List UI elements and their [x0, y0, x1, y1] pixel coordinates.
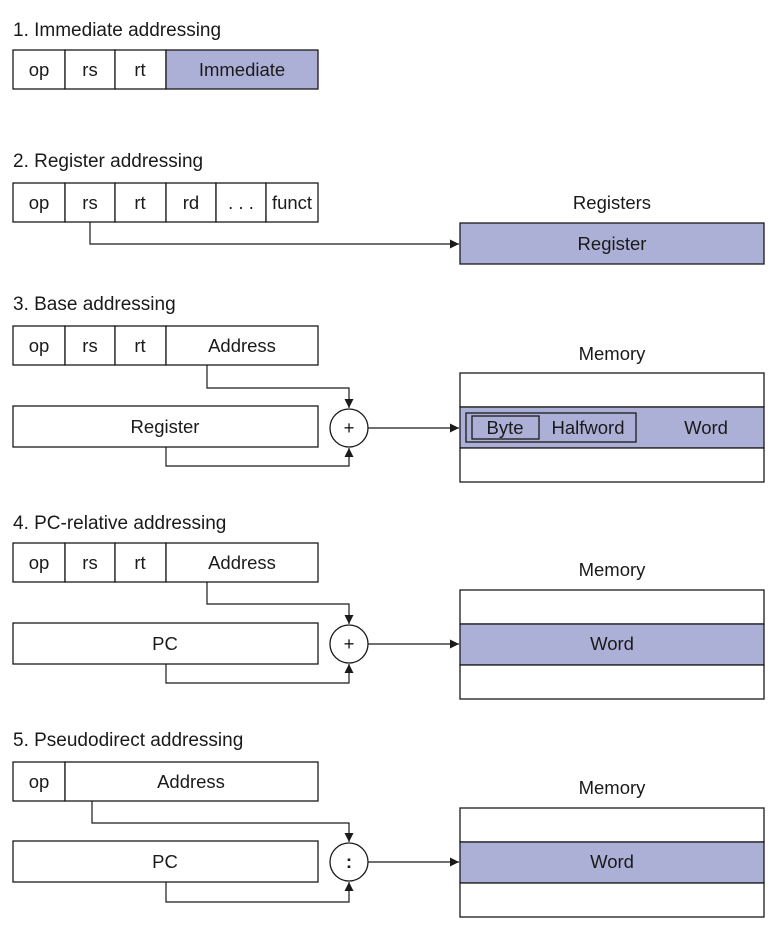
base-addressing-title: 3. Base addressing — [13, 294, 176, 315]
rs-to-register-arrow — [89, 222, 459, 249]
register-to-adder-wire — [165, 447, 354, 467]
pc-to-concat-wire — [165, 882, 354, 903]
field-rt: rt — [134, 335, 145, 356]
adder-operator: + — [344, 633, 355, 654]
concat-operator: : — [346, 851, 352, 872]
register-instruction-format: op rs rt rd . . . funct — [12, 182, 319, 223]
pc-relative-instruction-format: op rs rt Address — [12, 542, 319, 583]
address-to-concat-wire — [91, 801, 354, 842]
address-to-adder-wire — [206, 365, 354, 408]
registers-label: Registers — [573, 192, 651, 213]
pc-label: PC — [152, 851, 178, 872]
pseudodirect-instruction-format: op Address — [12, 761, 319, 802]
field-op: op — [29, 771, 50, 792]
field-rd: rd — [183, 192, 199, 213]
field-immediate: Immediate — [199, 59, 285, 80]
field-rs: rs — [82, 59, 97, 80]
pc-relative-addressing-section: 4. PC-relative addressing op rs rt Addre… — [12, 513, 765, 700]
field-op: op — [29, 552, 50, 573]
byte-frame — [471, 415, 540, 440]
register-target-label: Register — [578, 233, 647, 254]
immediate-addressing-section: 1. Immediate addressing op rs rt Immedia… — [12, 20, 319, 90]
field-rt: rt — [134, 59, 145, 80]
pseudodirect-addressing-title: 5. Pseudodirect addressing — [13, 730, 243, 751]
field-rt: rt — [134, 192, 145, 213]
immediate-addressing-title: 1. Immediate addressing — [13, 20, 221, 41]
register-addressing-section: 2. Register addressing op rs rt rd . . .… — [12, 151, 765, 265]
pc-relative-addressing-title: 4. PC-relative addressing — [13, 513, 226, 534]
field-ellipsis: . . . — [228, 192, 254, 213]
field-op: op — [29, 59, 50, 80]
memory-label: Memory — [579, 777, 647, 798]
field-address: Address — [208, 552, 276, 573]
memory-label: Memory — [579, 559, 647, 580]
memory-block: Word — [459, 589, 765, 700]
word-label: Word — [684, 417, 728, 438]
word-label: Word — [590, 851, 634, 872]
immediate-instruction-format: op rs rt Immediate — [12, 49, 319, 90]
halfword-label: Halfword — [552, 417, 625, 438]
register-addressing-title: 2. Register addressing — [13, 151, 203, 172]
field-funct: funct — [272, 192, 312, 213]
field-rt: rt — [134, 552, 145, 573]
word-label: Word — [590, 633, 634, 654]
halfword-frame — [465, 412, 637, 443]
memory-block: Byte Halfword Word — [459, 372, 765, 483]
field-address: Address — [157, 771, 225, 792]
base-instruction-format: op rs rt Address — [12, 325, 319, 366]
memory-label: Memory — [579, 343, 647, 364]
field-rs: rs — [82, 552, 97, 573]
adder-operator: + — [344, 417, 355, 438]
pseudodirect-addressing-section: 5. Pseudodirect addressing op Address PC… — [12, 730, 765, 918]
field-address: Address — [208, 335, 276, 356]
pc-box — [12, 622, 319, 665]
register-target-box — [459, 222, 765, 265]
address-to-adder-wire — [206, 582, 354, 624]
base-register-label: Register — [131, 416, 200, 437]
field-op: op — [29, 335, 50, 356]
base-register-box — [12, 405, 319, 448]
field-rs: rs — [82, 335, 97, 356]
field-rs: rs — [82, 192, 97, 213]
byte-label: Byte — [486, 417, 523, 438]
pc-to-adder-wire — [165, 664, 354, 684]
base-addressing-section: 3. Base addressing op rs rt Address Regi… — [12, 294, 765, 483]
field-op: op — [29, 192, 50, 213]
memory-block: Word — [459, 807, 765, 918]
pc-label: PC — [152, 633, 178, 654]
